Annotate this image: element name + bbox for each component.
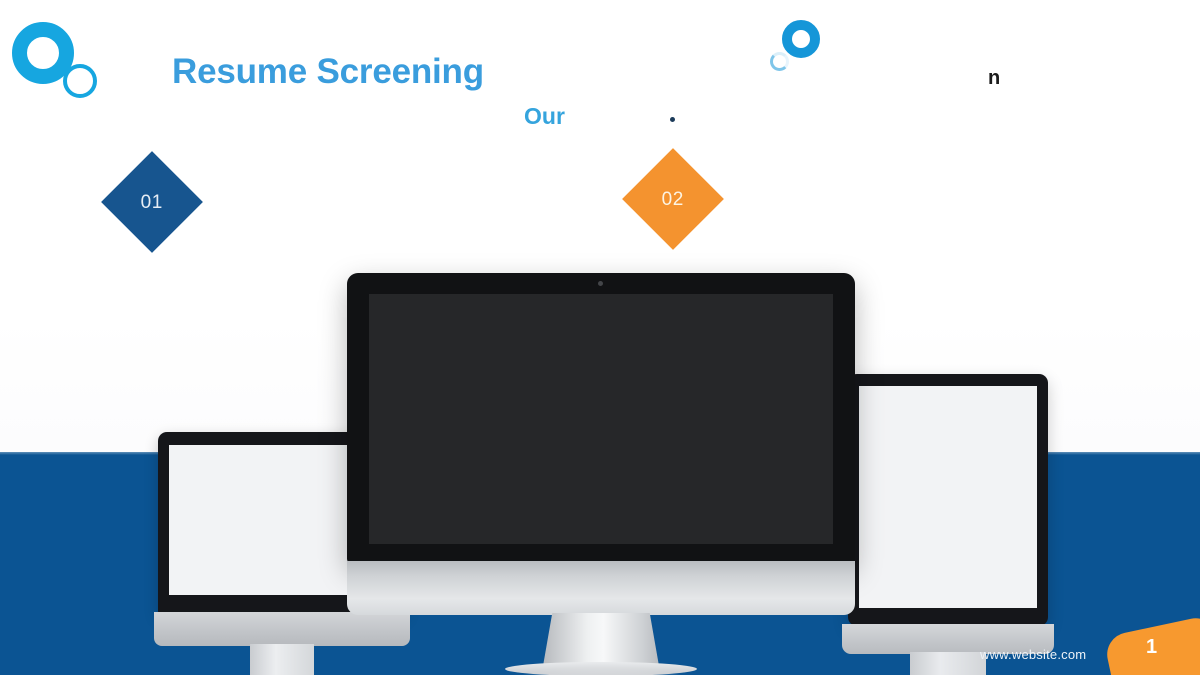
step-marker-02-label: 02 bbox=[661, 188, 685, 210]
device-bezel bbox=[347, 273, 855, 563]
device-chin bbox=[154, 612, 410, 646]
step-marker-01-label: 01 bbox=[140, 191, 164, 213]
page-number: 1 bbox=[1146, 636, 1158, 658]
device-bezel bbox=[848, 374, 1048, 626]
dot-icon bbox=[670, 117, 675, 122]
circle-outline-icon bbox=[782, 20, 820, 58]
subtitle-word: Our bbox=[524, 103, 565, 129]
device-mockup-left-tablet bbox=[154, 432, 410, 675]
device-stand-neck bbox=[543, 613, 659, 666]
camera-icon bbox=[598, 281, 603, 286]
device-mockup-center-imac bbox=[347, 273, 859, 675]
circle-outline-icon bbox=[63, 64, 97, 98]
device-chin bbox=[842, 624, 1054, 654]
device-stand bbox=[250, 644, 314, 675]
partial-circle-icon bbox=[770, 52, 789, 71]
device-stand-foot bbox=[505, 662, 697, 675]
device-stand bbox=[910, 652, 986, 675]
device-mockup-right-tablet bbox=[842, 374, 1054, 675]
device-chin bbox=[347, 561, 855, 615]
device-screen bbox=[369, 294, 833, 544]
device-reflection bbox=[525, 671, 679, 675]
device-screen bbox=[859, 386, 1037, 608]
website-url: www.website.com bbox=[980, 647, 1087, 662]
stray-letter: n bbox=[988, 67, 1001, 89]
page-title: Resume Screening bbox=[172, 52, 484, 91]
